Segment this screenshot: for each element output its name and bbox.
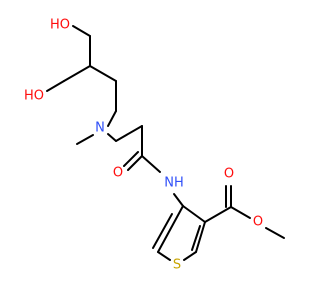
bond (182, 205, 206, 223)
bond (157, 205, 184, 253)
bond (127, 155, 143, 171)
bond (204, 206, 232, 223)
bonds (46, 25, 285, 261)
bond (76, 134, 94, 145)
bond (72, 25, 91, 37)
bond (107, 110, 117, 127)
ester-carbonyl-oxygen-label: O (224, 167, 234, 182)
bond (157, 251, 171, 261)
bond (63, 65, 91, 82)
bond (191, 225, 201, 251)
bond (183, 251, 197, 261)
structure-svg: HO HO N O NH O O S (24, 18, 285, 273)
bond (89, 65, 117, 82)
bond (152, 213, 173, 249)
amine-nitrogen-label: N (95, 121, 105, 136)
thiophene-sulfur-label: S (173, 258, 181, 273)
bond (123, 151, 139, 167)
atom-labels: HO HO N O NH O O S (24, 18, 263, 273)
hydroxyl-left-label: HO (24, 89, 44, 104)
bond (173, 193, 184, 207)
ester-ether-oxygen-label: O (253, 215, 263, 230)
bond (115, 125, 143, 142)
amide-nh-label: NH (164, 176, 184, 191)
bond (107, 133, 117, 142)
hydroxyl-top-label: HO (50, 18, 70, 33)
bond (46, 80, 65, 92)
bond (230, 206, 251, 219)
bond (265, 227, 285, 239)
bond (195, 221, 206, 253)
molecule-drawing: HO HO N O NH O O S (24, 18, 285, 273)
bond (141, 155, 161, 173)
amide-oxygen-label: O (113, 166, 123, 181)
